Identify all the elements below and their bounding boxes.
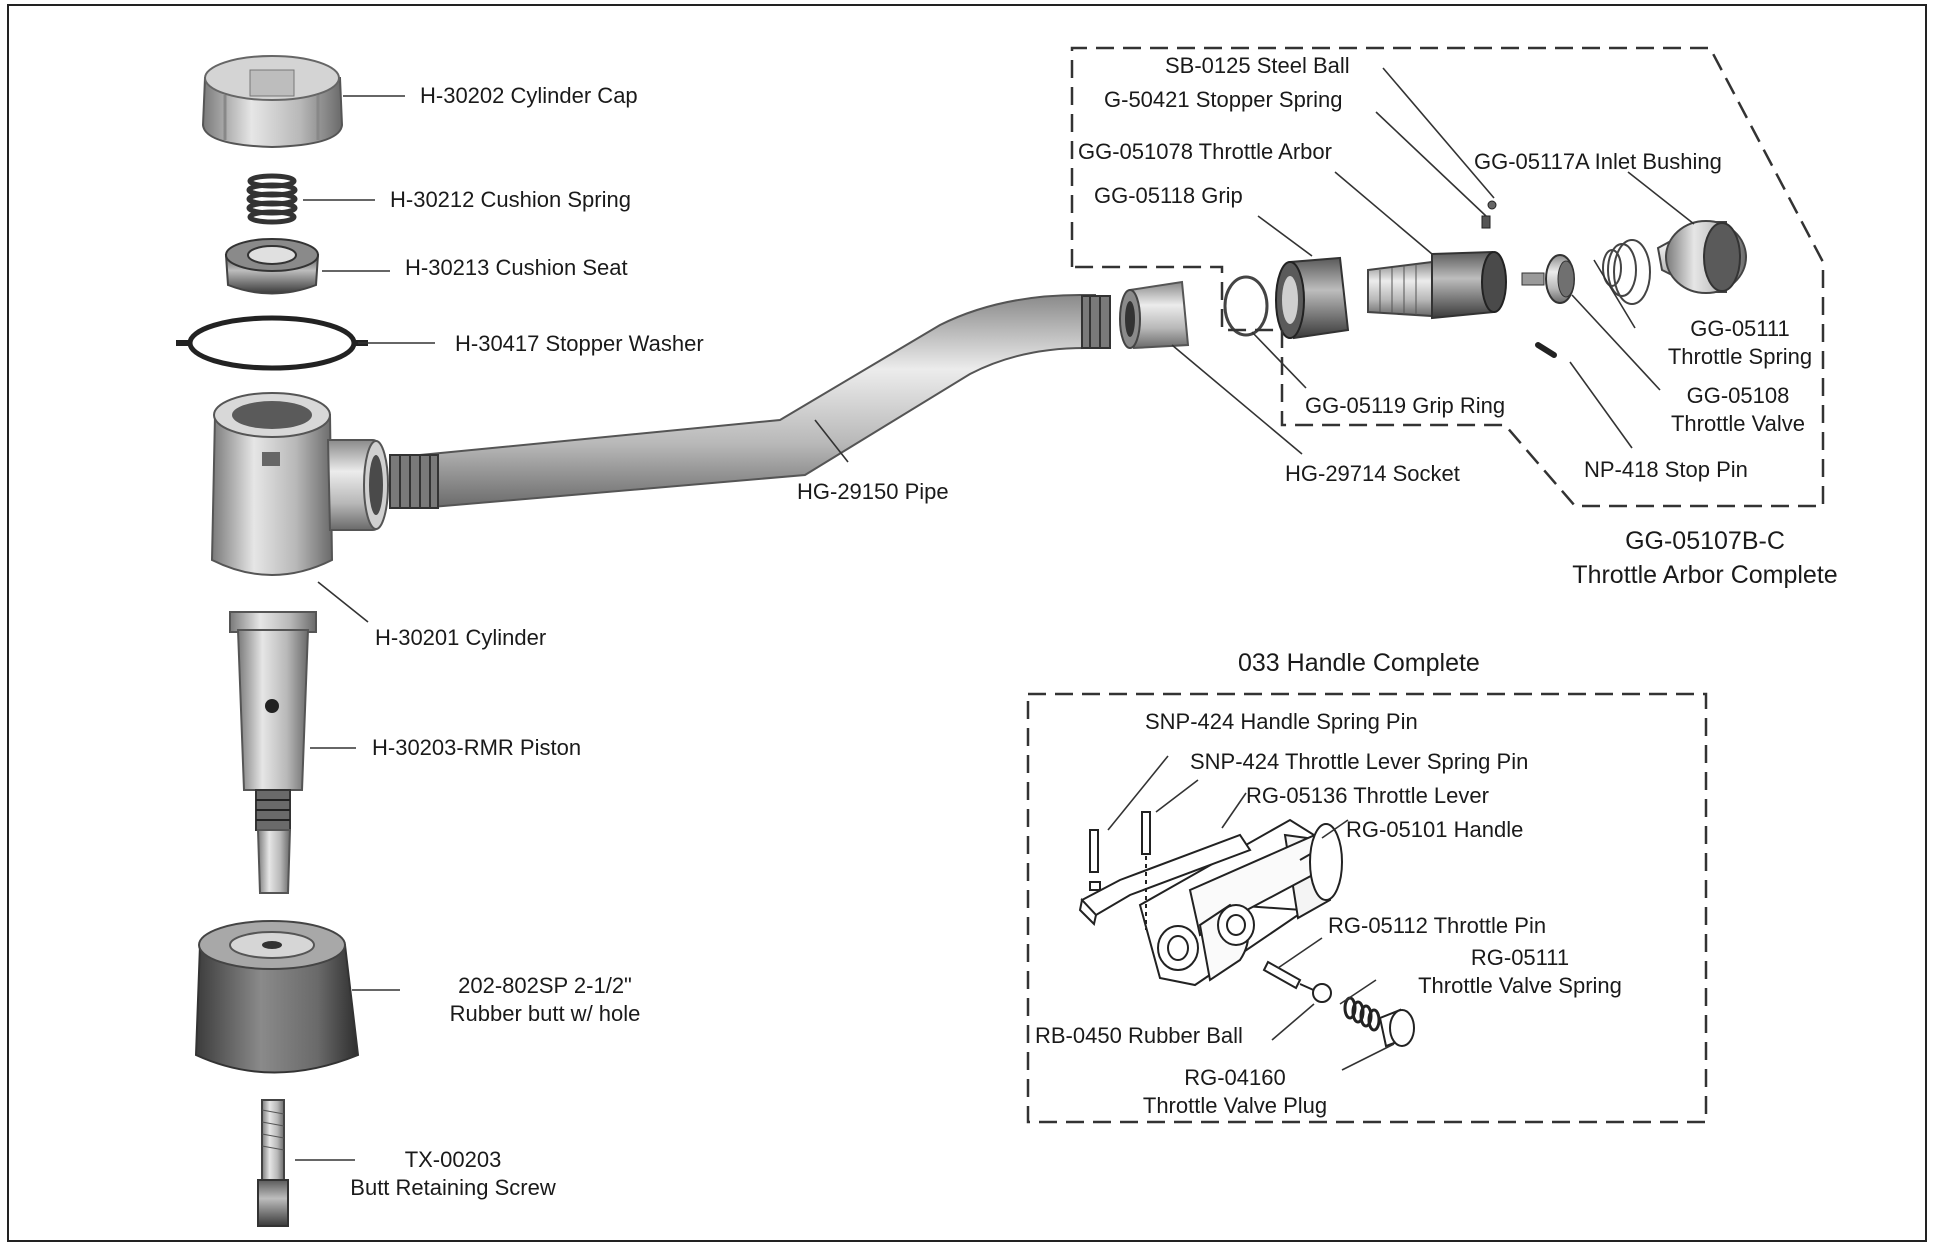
pipe-part [389,294,1111,509]
grip-part [1275,256,1350,340]
stopper-washer-part [176,315,368,371]
label-stopper-washer: H-30417 Stopper Washer [455,331,704,356]
label-rubber-ball: RB-0450 Rubber Ball [1035,1023,1243,1048]
label-cushion-seat: H-30213 Cushion Seat [405,255,628,280]
label-throttle-spring-line2: Throttle Spring [1667,344,1813,369]
label-rubber-butt: 202-802SP 2-1/2" Rubber butt w/ hole [395,972,695,1028]
throttle-spring-part [1602,239,1651,305]
throttle-valve-part [1521,254,1575,304]
label-grip-ring: GG-05119 Grip Ring [1305,393,1506,418]
label-steel-ball: SB-0125 Steel Ball [1165,53,1350,78]
label-throttle-spring-line1: GG-05111 [1690,316,1790,341]
label-rubber-butt-line1: 202-802SP 2-1/2" [458,973,632,998]
stopper-spring-part [1481,215,1491,229]
label-grip: GG-05118 Grip [1094,183,1243,208]
label-throttle-arbor: GG-051078 Throttle Arbor [1078,139,1332,164]
label-retaining-screw: TX-00203 Butt Retaining Screw [328,1146,578,1202]
valve-spring-part [1343,996,1381,1032]
label-pipe: HG-29150 Pipe [797,479,949,504]
label-throttle-spring: GG-05111 Throttle Spring [1655,315,1825,371]
arbor-complete-outline [1070,46,1825,508]
label-valve-plug-line1: RG-04160 [1184,1065,1286,1090]
cylinder-cap-part [201,55,344,149]
label-lever-spring-pin: SNP-424 Throttle Lever Spring Pin [1190,749,1529,774]
label-throttle-valve-line2: Throttle Valve [1670,411,1806,436]
label-stop-pin: NP-418 Stop Pin [1584,457,1748,482]
label-cylinder-cap: H-30202 Cylinder Cap [420,83,638,108]
label-arbor-complete: GG-05107B-C Throttle Arbor Complete [1540,524,1870,592]
label-valve-plug: RG-04160 Throttle Valve Plug [1115,1064,1355,1120]
valve-plug-part [1378,1008,1415,1048]
label-piston: H-30203-RMR Piston [372,735,582,760]
label-cylinder: H-30201 Cylinder [375,625,547,650]
label-stopper-spring: G-50421 Stopper Spring [1104,87,1343,112]
handle-body-part [1138,818,1343,987]
label-socket: HG-29714 Socket [1285,461,1460,486]
grip-ring-part [1223,275,1269,337]
label-arbor-complete-line2: Throttle Arbor Complete [1572,561,1838,589]
throttle-arbor-part [1367,250,1507,320]
label-retaining-screw-line1: TX-00203 [404,1147,502,1172]
stop-pin-part [1535,342,1557,358]
label-cushion-spring: H-30212 Cushion Spring [390,187,631,212]
rubber-ball-part [1312,983,1332,1003]
label-rubber-butt-line2: Rubber butt w/ hole [449,1001,641,1026]
cushion-seat-part [224,238,320,295]
label-valve-spring-line1: RG-05111 [1470,945,1570,970]
label-valve-plug-line2: Throttle Valve Plug [1142,1093,1328,1118]
leader-lines [295,67,1695,1161]
label-throttle-valve: GG-05108 Throttle Valve [1658,382,1818,438]
throttle-pin-part [1262,960,1319,993]
rubber-butt-part [194,920,360,1074]
label-retaining-screw-line2: Butt Retaining Screw [350,1175,556,1200]
label-handle-spring-pin: SNP-424 Handle Spring Pin [1145,709,1418,734]
label-valve-spring-line2: Throttle Valve Spring [1418,973,1622,998]
label-throttle-valve-line1: GG-05108 [1686,383,1790,408]
handle-complete-outline [1026,692,1708,1124]
label-arbor-complete-line1: GG-05107B-C [1625,527,1785,555]
retaining-screw-part [257,1099,289,1227]
piston-part [229,611,317,894]
label-throttle-lever: RG-05136 Throttle Lever [1246,783,1489,808]
outer-frame [7,4,1927,1242]
label-throttle-pin: RG-05112 Throttle Pin [1328,913,1547,938]
label-inlet-bushing: GG-05117A Inlet Bushing [1474,149,1722,174]
socket-part [1119,280,1190,350]
cylinder-part [210,392,389,576]
handle-pin-part [1089,811,1151,930]
throttle-lever-part [1078,833,1252,926]
steel-ball-part [1487,200,1497,210]
cushion-spring-part [246,173,298,225]
label-valve-spring: RG-05111 Throttle Valve Spring [1385,944,1655,1000]
label-handle-complete: 033 Handle Complete [1238,649,1480,677]
label-handle: RG-05101 Handle [1346,817,1524,842]
inlet-bushing-part [1656,220,1747,294]
